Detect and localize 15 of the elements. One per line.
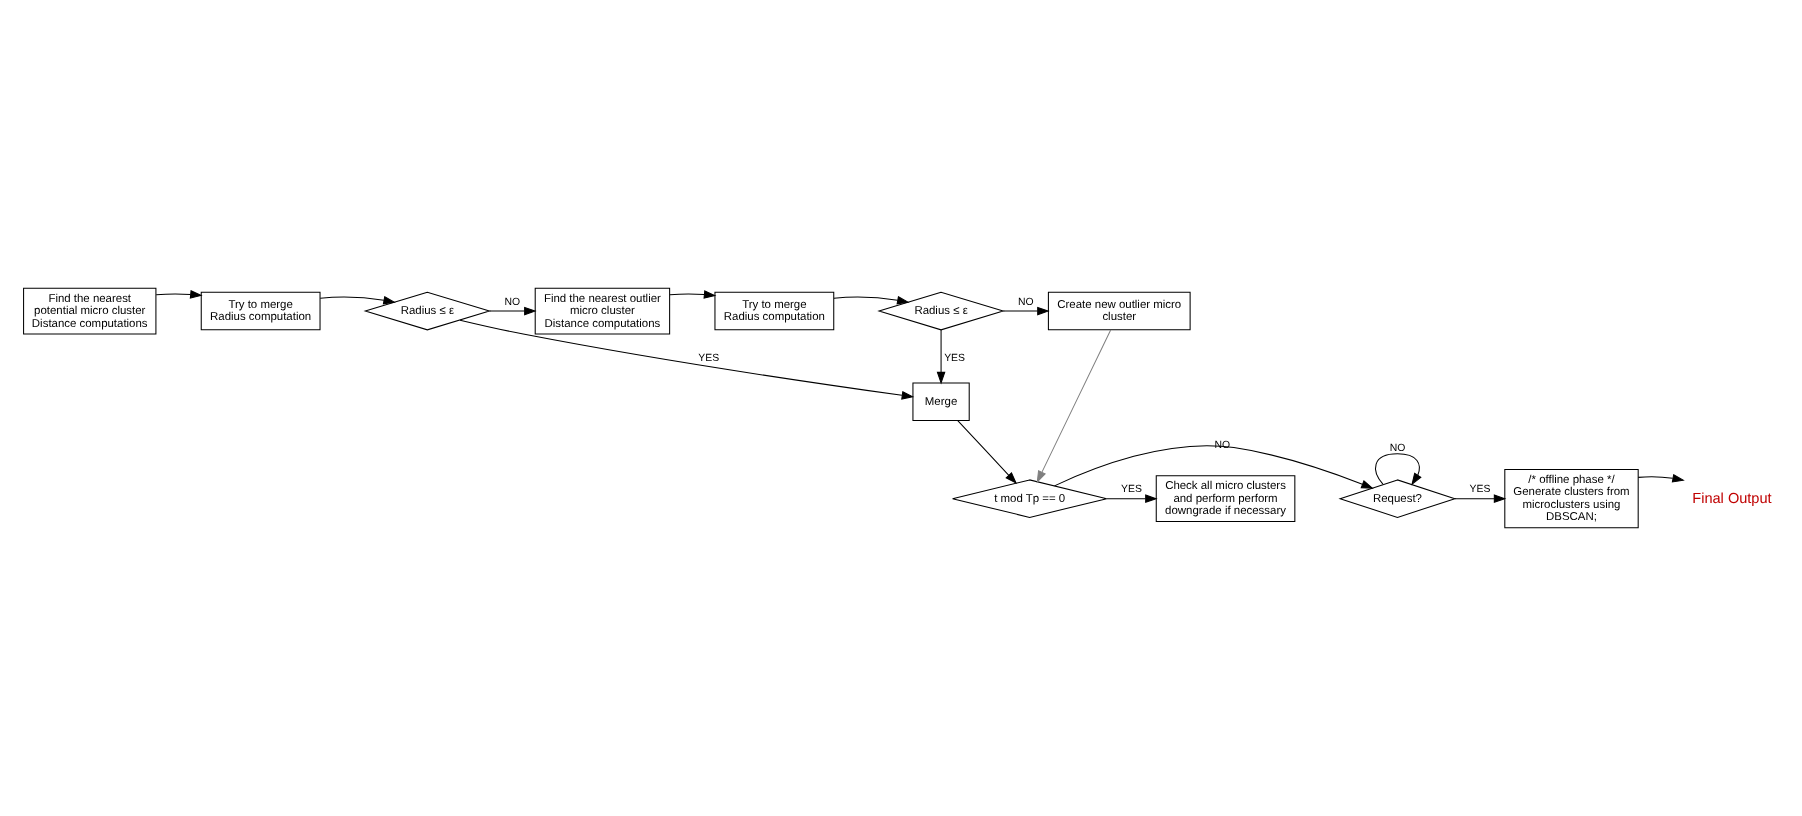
arrow [832,295,909,305]
arrow [1374,453,1421,486]
arrow [318,295,395,305]
arrow [1105,494,1157,504]
arrow [956,420,1017,485]
arrow [935,329,945,385]
arrow [1453,494,1506,504]
arrow [1001,306,1049,316]
arrow [154,290,202,299]
arrow [488,306,536,316]
arrow [1035,329,1111,484]
arrow [458,319,914,400]
arrow [668,290,716,299]
arrow [1052,445,1373,489]
arrow [1636,473,1684,483]
